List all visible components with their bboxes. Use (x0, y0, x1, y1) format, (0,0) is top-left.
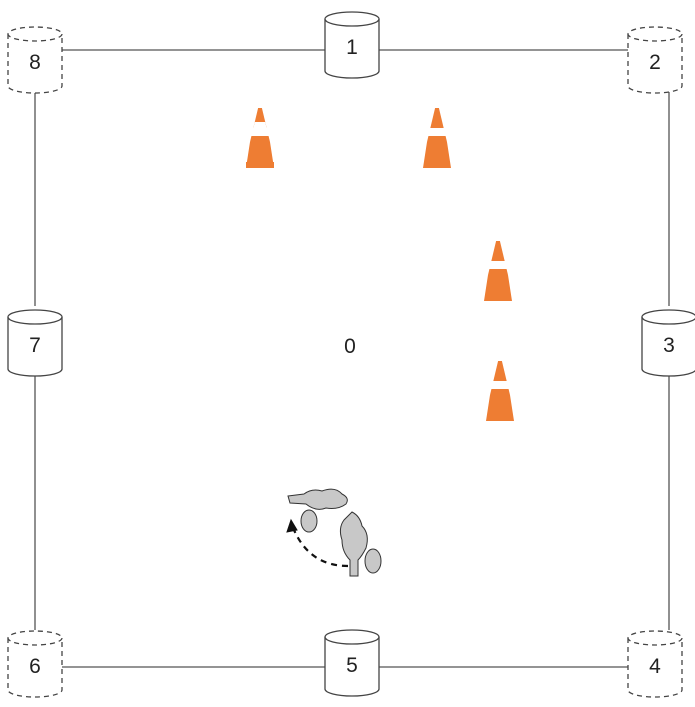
cylinder-3-label: 3 (663, 334, 675, 357)
cylinder-2: 2 (628, 27, 682, 93)
cylinder-4: 4 (628, 631, 682, 697)
footprints-rotation-icon (287, 489, 381, 576)
cylinder-8-label: 8 (29, 51, 41, 74)
cylinder-5-label: 5 (346, 654, 358, 677)
cylinder-1-label: 1 (346, 36, 358, 59)
cone-icon (484, 233, 512, 301)
cone-icon (246, 100, 274, 168)
cone-icon (486, 353, 514, 421)
cone-icon (423, 100, 451, 168)
cylinder-2-label: 2 (649, 51, 661, 74)
cylinder-5: 5 (325, 630, 379, 696)
cylinder-4-label: 4 (649, 655, 661, 678)
cylinder-8: 8 (8, 27, 62, 93)
center-label: 0 (344, 335, 356, 358)
cylinder-6-label: 6 (29, 655, 41, 678)
cylinder-6: 6 (8, 631, 62, 697)
cylinder-7: 7 (8, 310, 62, 376)
cylinder-7-label: 7 (29, 334, 41, 357)
cylinder-3: 3 (642, 310, 695, 376)
cylinder-1: 1 (325, 12, 379, 78)
